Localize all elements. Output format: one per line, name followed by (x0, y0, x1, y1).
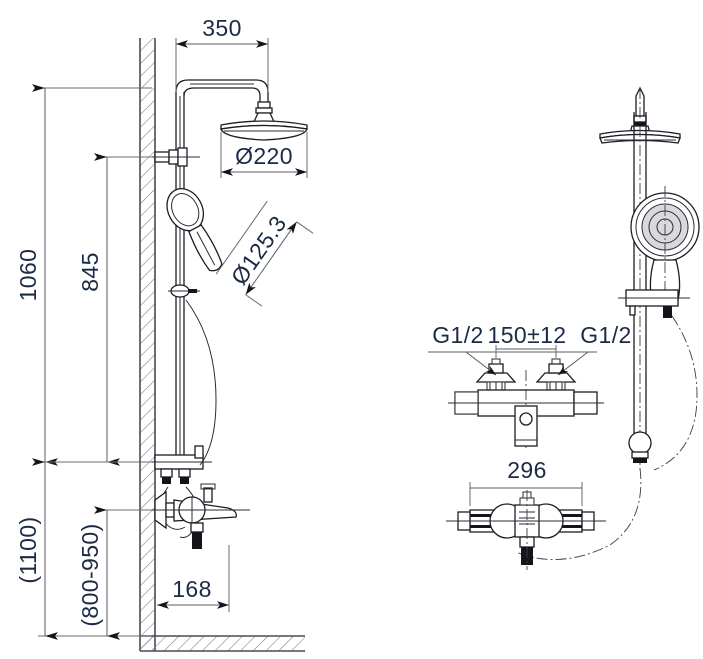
dim-overall-height: 1060 (15, 249, 41, 302)
dim-spout-height-nominal: (1100) (15, 516, 41, 583)
dim-mixer-width: 296 (507, 457, 547, 483)
bath-mixer-side (148, 483, 250, 549)
mixer-inlet-right (535, 358, 577, 391)
slider-bracket-front (618, 289, 690, 318)
wall-section (139, 38, 156, 651)
mixer-handle-side (200, 483, 216, 503)
dim-head-shower-diameter: Ø220 (235, 143, 293, 169)
shower-column-front-view (515, 86, 700, 560)
riser-lower-connector (628, 431, 652, 463)
diverter-block (148, 445, 212, 484)
dim-hand-shower-diameter: Ø125.3 (226, 211, 292, 290)
dim-arm-projection: 350 (202, 15, 242, 41)
hand-shower-front (630, 186, 700, 312)
dim-spout-projection: 168 (172, 576, 212, 602)
shower-column-side-view (148, 79, 308, 549)
floor-section (140, 635, 305, 652)
wall-bracket-upper (150, 147, 200, 167)
dim-inlet-spacing: 150±12 (488, 322, 567, 348)
mixer-outlet-side (190, 522, 204, 549)
dimensions-left-view: 350 1060 845 (1100) (800-950) 16 (15, 15, 314, 640)
dim-spout-height-range: (800-950) (77, 523, 103, 626)
dim-rail-bracket-height: 845 (77, 252, 103, 292)
mixer-inlet-labels: G1/2 150±12 G1/2 (428, 322, 631, 376)
head-shower (220, 120, 308, 141)
hand-shower-side (166, 188, 223, 272)
dim-inlet-right-thread: G1/2 (580, 322, 631, 348)
hand-shower-slider (168, 284, 200, 298)
diverter-outlets (160, 468, 191, 484)
bath-mixer-top-view: 296 (446, 457, 606, 570)
bath-mixer-front-view (448, 358, 604, 448)
dim-inlet-left-thread: G1/2 (432, 322, 483, 348)
